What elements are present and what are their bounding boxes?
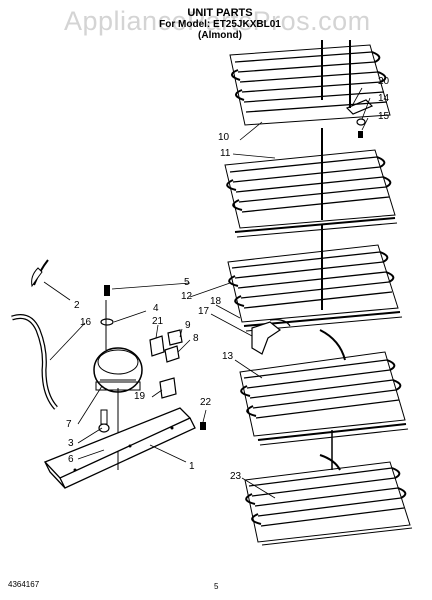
footer-part-number: 4364167 [8, 580, 40, 589]
title-line-3: (Almond) [198, 30, 242, 41]
base-pan-part-1 [43, 407, 196, 489]
cover-part-8 [164, 345, 180, 363]
leader-lines [43, 87, 371, 499]
bracket-part-18 [251, 319, 291, 355]
bolt-part-5 [104, 285, 110, 296]
callout-9: 9 [185, 320, 191, 331]
screw-part-22 [200, 422, 206, 430]
watermark: AppliancePartsPros.com [64, 6, 371, 36]
callout-3: 3 [68, 438, 74, 449]
callout-5: 5 [184, 277, 190, 288]
callout-8: 8 [193, 333, 199, 344]
callout-16: 16 [80, 317, 92, 328]
condenser-coil-middle-1 [224, 128, 398, 238]
callout-23: 23 [230, 471, 242, 482]
condenser-coil-top [229, 40, 391, 126]
callout-7: 7 [66, 419, 72, 430]
overload-part-9 [167, 329, 183, 346]
callout-11: 11 [220, 148, 231, 159]
evaporator-coil-bottom [244, 454, 413, 546]
callout-15: 15 [378, 111, 390, 122]
callout-20: 20 [378, 76, 390, 87]
screw-part-15 [358, 131, 363, 138]
grommet-part-3 [98, 409, 110, 433]
callout-2: 2 [74, 300, 80, 311]
callout-18: 18 [210, 296, 222, 307]
callout-4: 4 [153, 303, 159, 314]
callout-14: 14 [378, 93, 390, 104]
condenser-coil-middle-2 [227, 225, 403, 332]
diagram-title: UNIT PARTS For Model: ET25JKXBL01 (Almon… [150, 7, 290, 42]
callout-12: 12 [181, 291, 193, 302]
callout-19: 19 [134, 391, 146, 402]
washer-part-4 [100, 318, 114, 326]
relay-part-21 [149, 335, 165, 357]
callout-17: 17 [198, 306, 210, 317]
bracket-part-20 [345, 99, 374, 115]
wire-part-2 [31, 259, 49, 288]
callout-21: 21 [152, 316, 164, 327]
capacitor-part-19 [159, 377, 177, 399]
grommet-part-14 [356, 118, 366, 126]
callout-1: 1 [189, 461, 195, 472]
callout-6: 6 [68, 454, 74, 465]
compressor [93, 300, 143, 470]
callout-22: 22 [200, 397, 212, 408]
callout-13: 13 [222, 351, 234, 362]
drain-tube-part-16 [11, 314, 58, 410]
title-line-1: UNIT PARTS [187, 7, 253, 19]
title-line-2: For Model: ET25JKXBL01 [159, 19, 281, 30]
footer-page-number: 5 [214, 582, 219, 591]
evaporator-coil-lower [239, 329, 409, 470]
callout-10: 10 [218, 132, 230, 143]
